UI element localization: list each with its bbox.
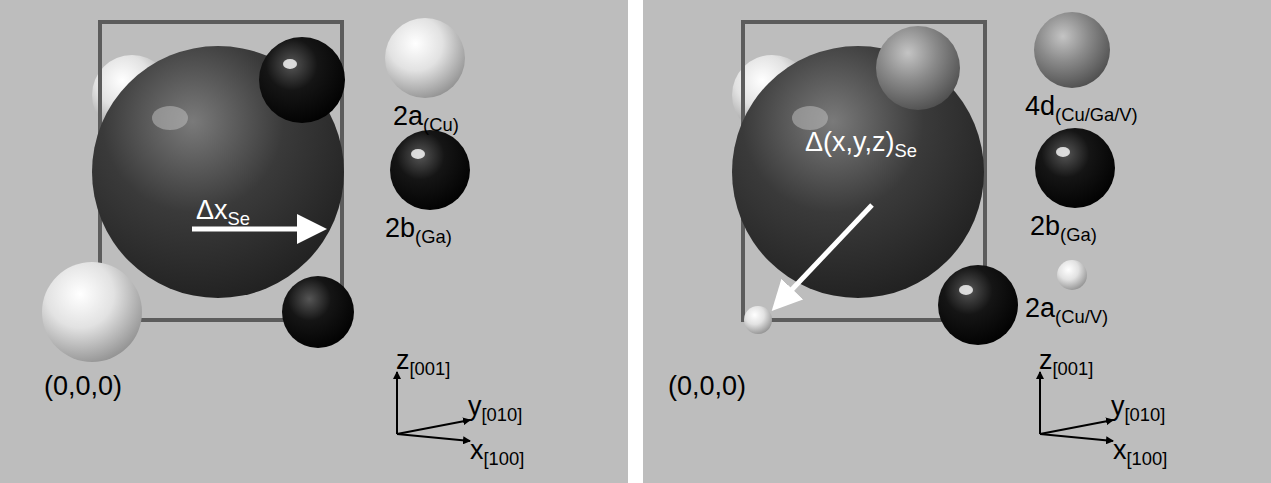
subscript: [010] [482,404,523,425]
label-base: x [470,435,484,465]
subscript: [010] [1125,404,1166,425]
label-base: y [1111,391,1125,421]
subscript: [001] [410,358,451,379]
site-legend-label: 2a(Cu/V) [1025,294,1108,328]
axis-label: z[001] [396,346,450,380]
unit-cell-right [732,22,1018,345]
axis-label: x[100] [470,436,524,470]
subscript: (Ga) [1060,224,1097,245]
subscript: (Ga) [415,226,452,247]
subscript: (Cu/Ga/V) [1055,104,1138,125]
label-base: 2b [385,213,415,243]
label-base: x [1113,435,1127,465]
label-base: (0,0,0) [668,371,746,401]
axis-label: x[100] [1113,436,1167,470]
legend-spheres-right [1034,12,1115,290]
label-base: 2b [1030,211,1060,241]
axes-left [397,372,470,441]
site-legend-label: 2b(Ga) [1030,212,1097,246]
subscript: Se [228,208,250,229]
subscript: Se [895,140,917,161]
label-base: z [1039,345,1053,375]
site-legend-label: 2a(Cu) [393,102,459,136]
label-base: 2a [393,101,423,131]
axis-label: y[010] [468,392,522,426]
axis-label: y[010] [1111,392,1165,426]
label-base: Δ(x,y,z) [805,127,895,157]
label-base: 4d [1025,91,1055,121]
legend-spheres-left [385,18,470,210]
origin-label: (0,0,0) [668,372,746,402]
label-base: Δx [196,195,228,225]
subscript: [100] [484,448,525,469]
subscript: (Cu) [423,114,459,135]
label-base: 2a [1025,293,1055,323]
site-legend-label: 4d(Cu/Ga/V) [1025,92,1138,126]
label-base: y [468,391,482,421]
axis-label: z[001] [1039,346,1093,380]
subscript: [100] [1127,448,1168,469]
unit-cell-left [42,22,354,362]
panel-ground [643,0,1271,483]
subscript: (Cu/V) [1055,306,1108,327]
label-base: (0,0,0) [44,371,122,401]
panel-ground [0,0,628,483]
axes-right [1040,372,1113,441]
label-base: z [396,345,410,375]
displacement-label: Δ(x,y,z)Se [805,128,917,162]
origin-label: (0,0,0) [44,372,122,402]
site-legend-label: 2b(Ga) [385,214,452,248]
displacement-label: ΔxSe [196,196,250,230]
subscript: [001] [1053,358,1094,379]
